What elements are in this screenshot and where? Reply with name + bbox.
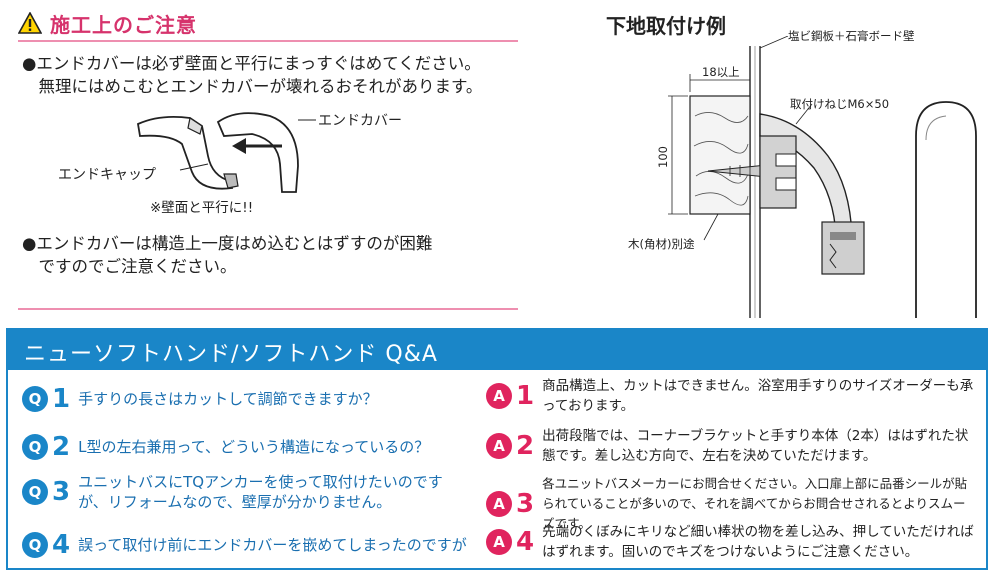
caution-bullet-1-line-2: 無理にはめこむとエンドカバーが壊れるおそれがあります。: [22, 77, 483, 96]
answer-text: 各ユニットバスメーカーにお問合せください。入口扉上部に品番シールが貼られているこ…: [542, 476, 968, 531]
answer-number: 4: [516, 527, 535, 557]
caution-bullet-2: ●エンドカバーは構造上一度はめ込むとはずすのが困難 ですのでご注意ください。: [22, 232, 542, 278]
qa-question-3: Q 3 ユニットバスにTQアンカーを使って取付けたいのですが、リフォームなので、…: [22, 472, 462, 512]
answer-text: 先端のくぼみにキリなど細い棒状の物を差し込み、押していただければはずれます。固い…: [542, 524, 974, 560]
question-text: 手すりの長さはカットして調節できますか？: [78, 390, 378, 408]
qa-panel: ニューソフトハンド/ソフトハンド Q&A Q 1 手すりの長さはカットして調節で…: [6, 328, 988, 570]
qa-title: ニューソフトハンド/ソフトハンド Q&A: [24, 342, 438, 367]
parallel-note: ※壁面と平行に!!: [150, 200, 254, 216]
answer-text: 商品構造上、カットはできません。浴室用手すりのサイズオーダーも承っております。: [542, 378, 974, 414]
question-badge-icon: Q: [22, 386, 48, 412]
caution-top-rule: [18, 40, 518, 42]
caution-bullet-2-line-1: ●エンドカバーは構造上一度はめ込むとはずすのが困難: [22, 234, 433, 253]
label-depth: 18以上: [702, 65, 740, 79]
label-end-cover: エンドカバー: [318, 113, 402, 129]
qa-answer-3: A 3 各ユニットバスメーカーにお問合せください。入口扉上部に品番シールが貼られ…: [486, 474, 976, 534]
answer-number: 2: [516, 431, 535, 461]
qa-answer-1: A 1 商品構造上、カットはできません。浴室用手すりのサイズオーダーも承っており…: [486, 376, 976, 416]
qa-answer-2: A 2 出荷段階では、コーナーブラケットと手すり本体（2本）ははずれた状態です。…: [486, 426, 976, 466]
question-number: 3: [52, 477, 71, 507]
question-number: 2: [52, 432, 71, 462]
caution-header: 施工上のご注意: [18, 10, 197, 37]
warning-icon: [18, 12, 42, 34]
label-height: 100: [655, 146, 670, 168]
question-badge-icon: Q: [22, 434, 48, 460]
qa-question-2: Q 2 L型の左右兼用って、どういう構造になっているの？: [22, 432, 482, 462]
answer-text: 出荷段階では、コーナーブラケットと手すり本体（2本）ははずれた状態です。差し込む…: [542, 428, 969, 464]
caution-bullet-2-line-2: ですのでご注意ください。: [22, 257, 237, 276]
caution-title: 施工上のご注意: [50, 12, 197, 37]
answer-number: 1: [516, 381, 535, 411]
question-badge-icon: Q: [22, 479, 48, 505]
question-text: L型の左右兼用って、どういう構造になっているの？: [78, 438, 430, 456]
answer-badge-icon: A: [486, 383, 512, 409]
label-end-cap: エンドキャップ: [58, 167, 156, 183]
question-number: 1: [52, 384, 71, 414]
qa-question-4: Q 4 誤って取付け前にエンドカバーを嵌めてしまったのですが: [22, 530, 482, 560]
caution-bullet-1-line-1: ●エンドカバーは必ず壁面と平行にまっすぐはめてください。: [22, 54, 481, 73]
answer-number: 3: [516, 489, 535, 519]
label-wood: 木(角材)別途: [628, 237, 695, 251]
caution-bullet-1: ●エンドカバーは必ず壁面と平行にまっすぐはめてください。 無理にはめこむとエンド…: [22, 52, 542, 98]
question-text: ユニットバスにTQアンカーを使って取付けたいのですが、リフォームなので、壁厚が分…: [78, 473, 443, 511]
answer-badge-icon: A: [486, 433, 512, 459]
install-diagram: [668, 36, 977, 318]
answer-badge-icon: A: [486, 491, 512, 517]
label-screw: 取付けねじM6×50: [790, 97, 890, 111]
install-title: 下地取付け例: [606, 14, 726, 38]
question-badge-icon: Q: [22, 532, 48, 558]
end-cover-illustration: [136, 112, 316, 193]
question-text: 誤って取付け前にエンドカバーを嵌めてしまったのですが: [78, 536, 467, 554]
caution-bottom-rule: [18, 308, 518, 310]
qa-answer-4: A 4 先端のくぼみにキリなど細い棒状の物を差し込み、押していただければはずれま…: [486, 522, 976, 562]
qa-question-1: Q 1 手すりの長さはカットして調節できますか？: [22, 384, 462, 414]
question-number: 4: [52, 530, 71, 560]
answer-badge-icon: A: [486, 529, 512, 555]
label-wall: 塩ビ鋼板＋石膏ボード壁: [788, 29, 915, 43]
qa-header: ニューソフトハンド/ソフトハンド Q&A: [8, 330, 986, 370]
